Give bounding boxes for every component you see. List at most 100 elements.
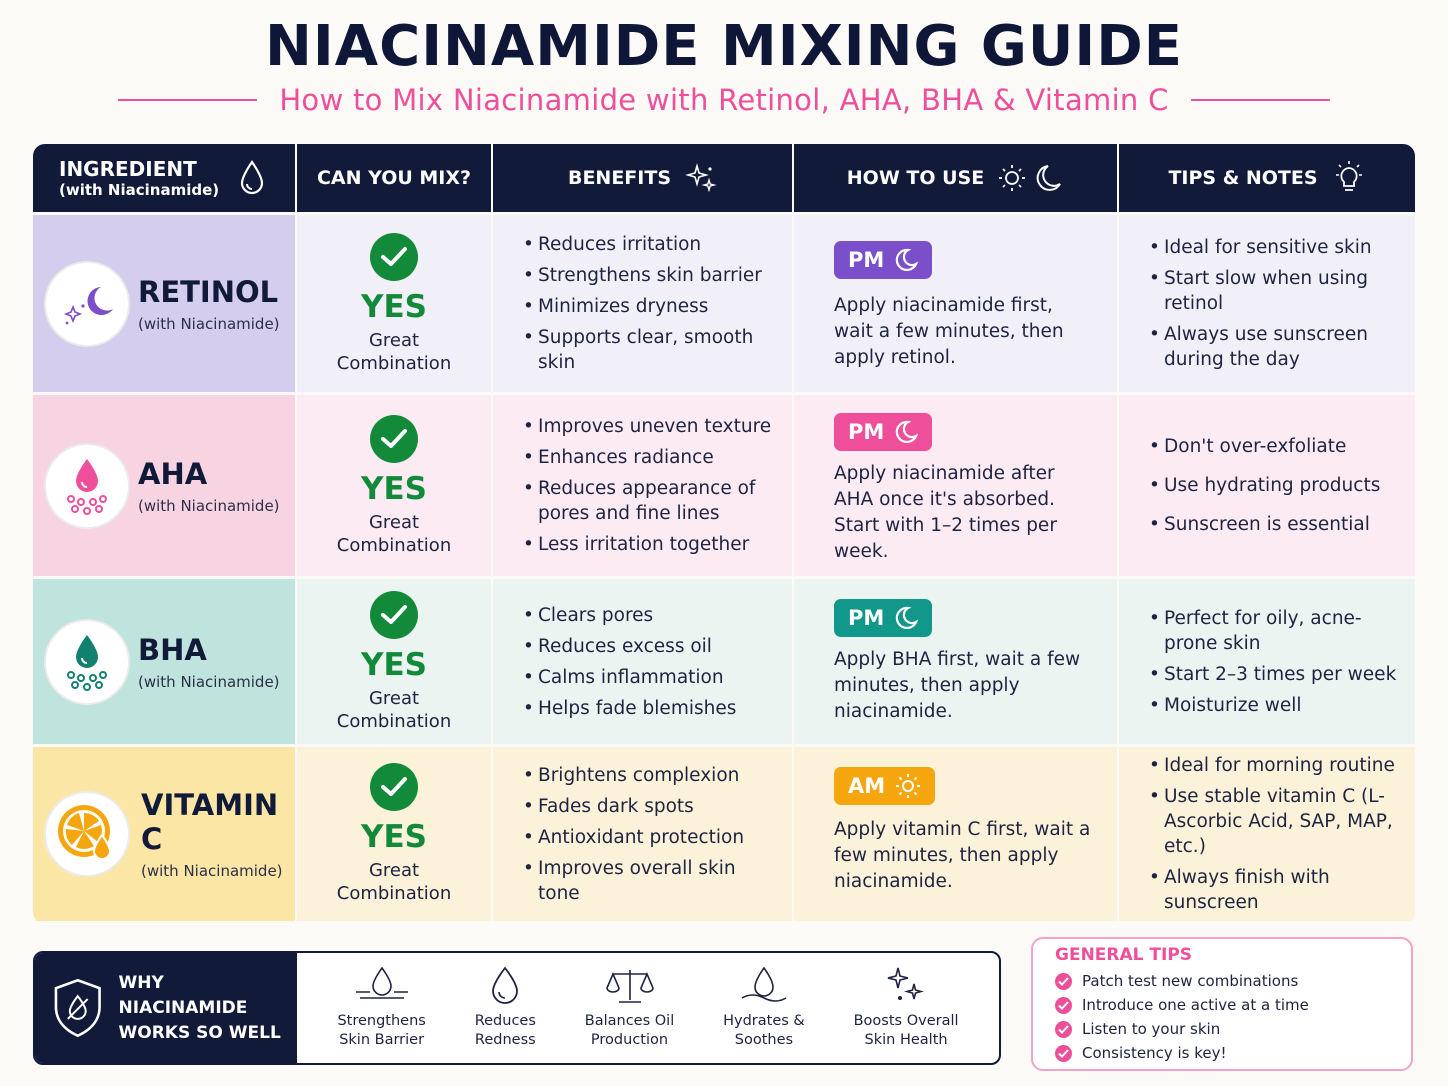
mix-cell: YES Great Combination (297, 579, 493, 744)
ingredient-name: AHA (138, 456, 208, 491)
aha-badge (44, 442, 130, 529)
header-ingredient: INGREDIENT (with Niacinamide) (33, 144, 297, 212)
ingredient-name: RETINOL (138, 274, 279, 309)
ingredient-sub: (with Niacinamide) (138, 314, 280, 333)
benefit-item: Boosts Overall Skin Health (854, 966, 959, 1050)
list-item: Clears pores (523, 603, 778, 628)
header-tips-label: TIPS & NOTES (1168, 167, 1318, 189)
list-item: Sunscreen is essential (1149, 512, 1401, 537)
page-title: NIACINAMIDE MIXING GUIDE (265, 14, 1183, 79)
general-tips-title: GENERAL TIPS (1055, 945, 1193, 965)
why-title-line2: WORKS SO WELL (118, 1022, 281, 1043)
time-badge-label: AM (848, 774, 886, 798)
list-item: Supports clear, smooth skin (523, 325, 778, 375)
benefit-line2: Skin Health (864, 1032, 948, 1048)
list-item: Minimizes dryness (523, 294, 778, 319)
mix-cell: YES Great Combination (297, 395, 493, 576)
list-item: Perfect for oily, acne-prone skin (1149, 606, 1401, 656)
mix-note: Great Combination (336, 329, 452, 374)
how-to-use-cell: PM Apply niacinamide first, wait a few m… (794, 215, 1119, 392)
mix-note: Great Combination (336, 860, 452, 904)
general-tips-box: GENERAL TIPS Patch test new combinations… (1031, 937, 1413, 1071)
benefit-item: Balances Oil Production (585, 966, 674, 1050)
benefit-item: Reduces Redness (475, 966, 536, 1050)
general-tip-text: Introduce one active at a time (1082, 996, 1309, 1014)
why-title-line1: WHY NIACINAMIDE (118, 972, 248, 1018)
why-benefits: Strengthens Skin Barrier Reduces Redness… (297, 953, 999, 1063)
benefits-list: Clears pores Reduces excess oil Calms in… (493, 579, 794, 744)
subtitle-line-right (1190, 99, 1330, 101)
check-icon (1055, 996, 1072, 1014)
time-badge-label: PM (848, 420, 885, 444)
ingredient-name: BHA (138, 632, 207, 667)
benefit-line1: Balances Oil (584, 1013, 675, 1029)
header-how-label: HOW TO USE (846, 167, 985, 189)
mix-answer: YES (361, 470, 427, 507)
general-tip: Listen to your skin (1055, 1017, 1411, 1041)
ingredient-name: VITAMIN C (141, 788, 279, 856)
benefit-line1: Boosts Overall (853, 1013, 959, 1029)
check-icon (1055, 1020, 1072, 1038)
header-benefits: BENEFITS (493, 144, 794, 212)
how-to-use-text: Apply BHA first, wait a few minutes, the… (834, 649, 1081, 722)
header-ingredient-sub: (with Niacinamide) (59, 181, 220, 199)
list-item: Moisturize well (1149, 693, 1401, 718)
list-item: Strengthens skin barrier (523, 263, 778, 288)
list-item: Always use sunscreen during the day (1149, 322, 1401, 372)
benefit-item: Hydrates & Soothes (723, 966, 805, 1050)
list-item: Improves overall skin tone (523, 856, 778, 906)
retinol-badge (44, 260, 130, 347)
lightbulb-icon (1335, 161, 1362, 191)
list-item: Reduces irritation (523, 232, 778, 257)
table-row-bha: BHA (with Niacinamide) YES Great Combina… (33, 576, 1415, 744)
mix-cell: YES Great Combination (297, 215, 493, 392)
tips-list: Perfect for oily, acne-prone skin Start … (1119, 579, 1415, 744)
orange-slice-icon (58, 805, 112, 860)
benefit-line2: Production (590, 1032, 669, 1048)
sparkle-icon (887, 967, 925, 1000)
shield-icon (54, 978, 101, 1038)
benefit-line1: Reduces (474, 1013, 536, 1029)
header-tips: TIPS & NOTES (1119, 144, 1415, 212)
header-benefits-label: BENEFITS (567, 167, 672, 189)
list-item: Always finish with sunscreen (1149, 865, 1401, 915)
ingredient-sub: (with Niacinamide) (138, 672, 280, 691)
general-tip-text: Listen to your skin (1082, 1020, 1221, 1038)
how-to-use-text: Apply niacinamide after AHA once it's ab… (834, 463, 1057, 562)
tips-list: Ideal for sensitive skin Start slow when… (1119, 215, 1415, 392)
moon-icon (896, 420, 919, 443)
tips-list: Ideal for morning routine Use stable vit… (1119, 747, 1415, 921)
general-tip: Patch test new combinations (1055, 969, 1411, 993)
vitamin-c-badge (44, 791, 130, 877)
list-item: Improves uneven texture (523, 414, 778, 439)
list-item: Less irritation together (523, 532, 778, 557)
how-to-use-cell: AM Apply vitamin C first, wait a few min… (794, 747, 1119, 921)
time-badge: PM (834, 413, 933, 451)
mix-note: Great Combination (336, 511, 452, 556)
how-to-use-text: Apply vitamin C first, wait a few minute… (834, 819, 1091, 892)
header-mix-label: CAN YOU MIX? (316, 167, 472, 189)
ingredient-cell: AHA (with Niacinamide) (33, 395, 297, 576)
tips-list: Don't over-exfoliate Use hydrating produ… (1119, 395, 1415, 576)
mix-answer: YES (361, 646, 427, 683)
ingredient-cell: VITAMIN C (with Niacinamide) (33, 747, 297, 921)
moon-icon (896, 248, 919, 271)
check-icon (370, 232, 418, 281)
check-icon (1055, 1044, 1072, 1062)
sparkle-icon (685, 163, 717, 193)
teal-drop-icon (67, 634, 107, 691)
check-icon (370, 590, 418, 639)
sun-icon (896, 774, 921, 798)
header-ingredient-label: INGREDIENT (59, 157, 197, 181)
moon-icon (896, 606, 919, 629)
drop-icon (240, 160, 264, 195)
mixing-table: INGREDIENT (with Niacinamide) CAN YOU MI… (33, 144, 1415, 924)
mix-cell: YES Great Combination (297, 747, 493, 921)
table-row-aha: AHA (with Niacinamide) YES Great Combina… (33, 392, 1415, 576)
how-to-use-text: Apply niacinamide first, wait a few minu… (834, 295, 1064, 368)
list-item: Don't over-exfoliate (1149, 434, 1401, 459)
benefit-line2: Redness (474, 1032, 536, 1048)
general-tip-text: Patch test new combinations (1082, 972, 1299, 990)
list-item: Enhances radiance (523, 445, 778, 470)
ingredient-cell: BHA (with Niacinamide) (33, 579, 297, 744)
